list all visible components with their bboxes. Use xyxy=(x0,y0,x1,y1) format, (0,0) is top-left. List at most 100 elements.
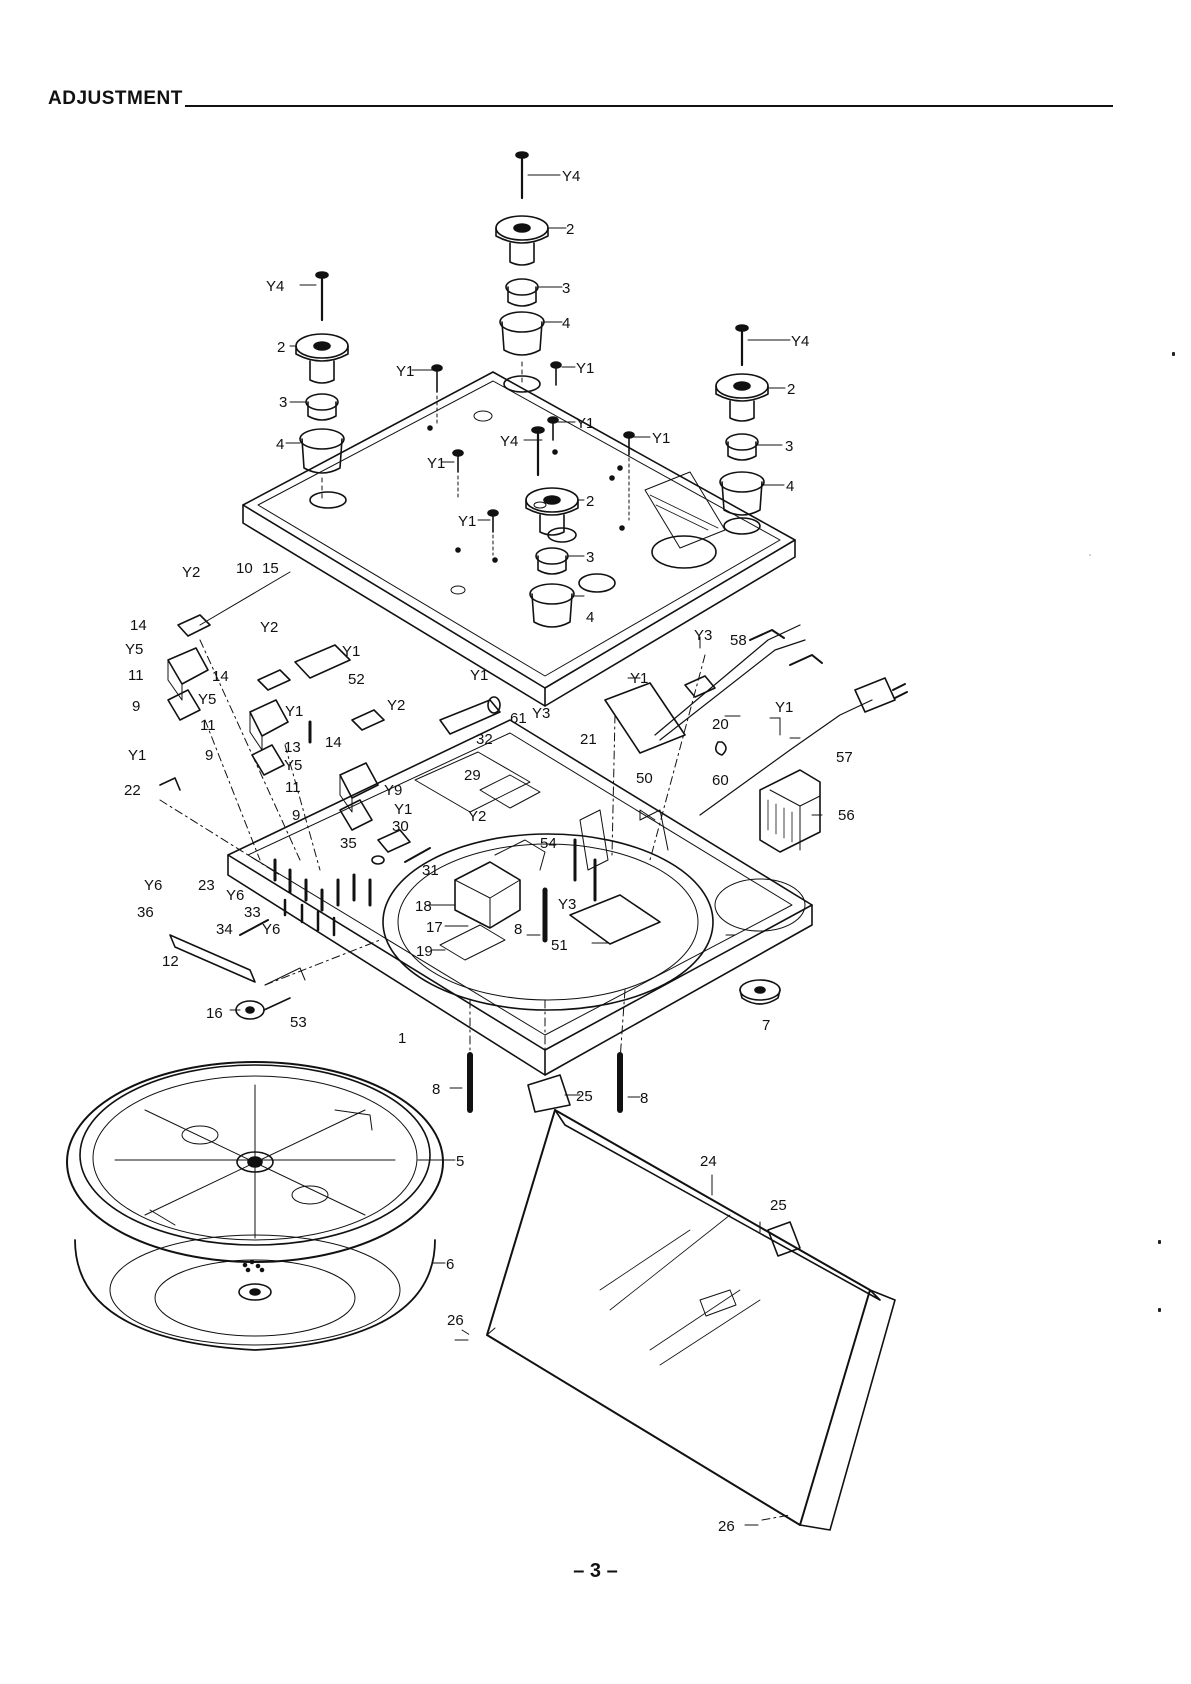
label-60: 60 xyxy=(712,772,729,789)
label-3-mid: 3 xyxy=(586,549,594,566)
label-y5-a: Y5 xyxy=(125,641,143,658)
label-5: 5 xyxy=(456,1153,464,1170)
page-number: – 3 – xyxy=(0,1560,1191,1583)
label-26-b: 26 xyxy=(718,1518,735,1535)
label-36: 36 xyxy=(137,904,154,921)
label-y6-c: Y6 xyxy=(262,921,280,938)
label-7: 7 xyxy=(762,1017,770,1034)
label-33: 33 xyxy=(244,904,261,921)
label-y9: Y9 xyxy=(384,782,402,799)
label-23: 23 xyxy=(198,877,215,894)
label-31: 31 xyxy=(422,862,439,879)
label-2-mid: 2 xyxy=(586,493,594,510)
label-y5-c: Y5 xyxy=(284,757,302,774)
label-y1-j: Y1 xyxy=(630,670,648,687)
foot-assembly-top xyxy=(496,152,548,384)
label-34: 34 xyxy=(216,921,233,938)
label-4-top: 4 xyxy=(562,315,570,332)
foot-assembly-middle xyxy=(526,427,578,627)
label-57: 57 xyxy=(836,749,853,766)
label-14-b: 14 xyxy=(212,668,229,685)
label-25-a: 25 xyxy=(576,1088,593,1105)
label-22: 22 xyxy=(124,782,141,799)
label-32: 32 xyxy=(476,731,493,748)
label-3-top: 3 xyxy=(562,280,570,297)
page-speck xyxy=(1172,352,1175,356)
label-y4-top: Y4 xyxy=(562,168,580,185)
label-35: 35 xyxy=(340,835,357,852)
label-14-c: 14 xyxy=(325,734,342,751)
label-y1-k: Y1 xyxy=(775,699,793,716)
foot-assembly-right xyxy=(716,325,768,515)
label-56: 56 xyxy=(838,807,855,824)
label-2-right: 2 xyxy=(787,381,795,398)
label-y2-b: Y2 xyxy=(260,619,278,636)
label-y1-c: Y1 xyxy=(576,415,594,432)
label-3-right: 3 xyxy=(785,438,793,455)
label-y3-a: Y3 xyxy=(532,705,550,722)
platter xyxy=(67,1062,443,1262)
label-4-mid: 4 xyxy=(586,609,594,626)
label-52: 52 xyxy=(348,671,365,688)
label-50: 50 xyxy=(636,770,653,787)
label-14-a: 14 xyxy=(130,617,147,634)
label-29: 29 xyxy=(464,767,481,784)
page-speck xyxy=(1158,1308,1161,1312)
turntable-mat xyxy=(75,1235,435,1350)
label-53: 53 xyxy=(290,1014,307,1031)
label-54: 54 xyxy=(540,835,557,852)
label-11-a: 11 xyxy=(128,667,144,684)
label-51: 51 xyxy=(551,937,568,954)
label-58: 58 xyxy=(730,632,747,649)
label-4-right: 4 xyxy=(786,478,794,495)
label-y1-b: Y1 xyxy=(576,360,594,377)
label-y3-c: Y3 xyxy=(558,896,576,913)
label-6: 6 xyxy=(446,1256,454,1273)
label-y1-g: Y1 xyxy=(342,643,360,660)
foot-assembly-left xyxy=(296,272,348,500)
label-15: 15 xyxy=(262,560,279,577)
label-y4-right: Y4 xyxy=(791,333,809,350)
label-24: 24 xyxy=(700,1153,717,1170)
label-y1-h: Y1 xyxy=(285,703,303,720)
label-y6-b: Y6 xyxy=(226,887,244,904)
label-21: 21 xyxy=(580,731,597,748)
label-2-left: 2 xyxy=(277,339,285,356)
label-y1-i: Y1 xyxy=(470,667,488,684)
label-13: 13 xyxy=(284,739,301,756)
label-y4-left: Y4 xyxy=(266,278,284,295)
label-y1-m: Y1 xyxy=(394,801,412,818)
left-mechanism-parts xyxy=(160,572,500,1019)
label-y1-l: Y1 xyxy=(128,747,146,764)
label-y4-mid: Y4 xyxy=(500,433,518,450)
label-y1-a: Y1 xyxy=(396,363,414,380)
label-y2-c: Y2 xyxy=(387,697,405,714)
label-9-a: 9 xyxy=(132,698,140,715)
dust-cover xyxy=(487,1110,895,1530)
label-12: 12 xyxy=(162,953,179,970)
label-17: 17 xyxy=(426,919,443,936)
label-26-a: 26 xyxy=(447,1312,464,1329)
label-y5-b: Y5 xyxy=(198,691,216,708)
label-1: 1 xyxy=(398,1030,406,1047)
label-61: 61 xyxy=(510,710,527,727)
label-9-c: 9 xyxy=(292,807,300,824)
label-y6-a: Y6 xyxy=(144,877,162,894)
page-speck xyxy=(1158,1240,1161,1244)
label-18: 18 xyxy=(415,898,432,915)
label-y1-d: Y1 xyxy=(652,430,670,447)
label-19: 19 xyxy=(416,943,433,960)
label-20: 20 xyxy=(712,716,729,733)
label-8-b: 8 xyxy=(432,1081,440,1098)
label-4-left: 4 xyxy=(276,436,284,453)
label-y2-d: Y2 xyxy=(468,808,486,825)
label-11-b: 11 xyxy=(200,717,216,734)
label-2-top: 2 xyxy=(566,221,574,238)
label-8-a: 8 xyxy=(514,921,522,938)
label-y1-e: Y1 xyxy=(427,455,445,472)
label-16: 16 xyxy=(206,1005,223,1022)
label-y3-b: Y3 xyxy=(694,627,712,644)
label-8-c: 8 xyxy=(640,1090,648,1107)
label-y1-f: Y1 xyxy=(458,513,476,530)
